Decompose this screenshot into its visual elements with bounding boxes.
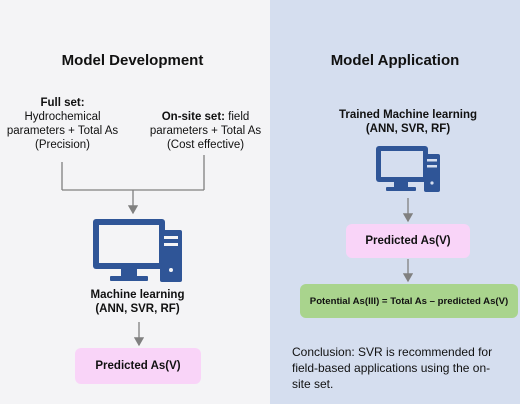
- computer-icon: [376, 146, 440, 192]
- onsite-set-line2: parameters + Total As: [149, 125, 262, 137]
- trained-ml-line2: (ANN, SVR, RF): [365, 123, 451, 135]
- ml-label-line2: (ANN, SVR, RF): [95, 303, 180, 315]
- computer-icon: [93, 219, 182, 282]
- predicted-as-v-box-right: Predicted As(V): [346, 224, 470, 258]
- ml-label-line1: Machine learning: [90, 289, 185, 301]
- conclusion-line1: Conclusion: SVR is recommended for: [292, 345, 493, 359]
- full-set-line2: parameters + Total As: [6, 125, 119, 137]
- model-application-panel: [270, 0, 520, 404]
- onsite-set-line1-rest: field: [224, 111, 250, 123]
- model-development-title: Model Development: [61, 52, 204, 69]
- ml-label: Machine learning (ANN, SVR, RF): [55, 288, 220, 316]
- model-application-title: Model Application: [330, 52, 460, 69]
- onsite-set-label: On-site set: field parameters + Total As…: [141, 110, 270, 152]
- trained-ml-line1: Trained Machine learning: [338, 109, 478, 121]
- full-set-line3: (Precision): [35, 139, 90, 151]
- predicted-as-v-box-left: Predicted As(V): [75, 348, 201, 384]
- conclusion-line2: field-based applications using the on-: [292, 361, 491, 375]
- trained-ml-label: Trained Machine learning (ANN, SVR, RF): [320, 108, 496, 136]
- potential-as-iii-box: Potential As(III) = Total As – predicted…: [300, 284, 518, 318]
- full-set-heading: Full set:: [40, 97, 85, 109]
- model-development-panel: [0, 0, 270, 404]
- conclusion-text: Conclusion: SVR is recommended for field…: [292, 344, 520, 392]
- onsite-set-line1: On-site set: field: [141, 110, 270, 124]
- onsite-set-line3: (Cost effective): [166, 139, 245, 151]
- conclusion-line3: site set.: [292, 377, 334, 391]
- full-set-line1: Hydrochemical: [24, 111, 101, 123]
- onsite-set-heading: On-site set:: [161, 111, 225, 123]
- full-set-label: Full set: Hydrochemical parameters + Tot…: [0, 96, 125, 152]
